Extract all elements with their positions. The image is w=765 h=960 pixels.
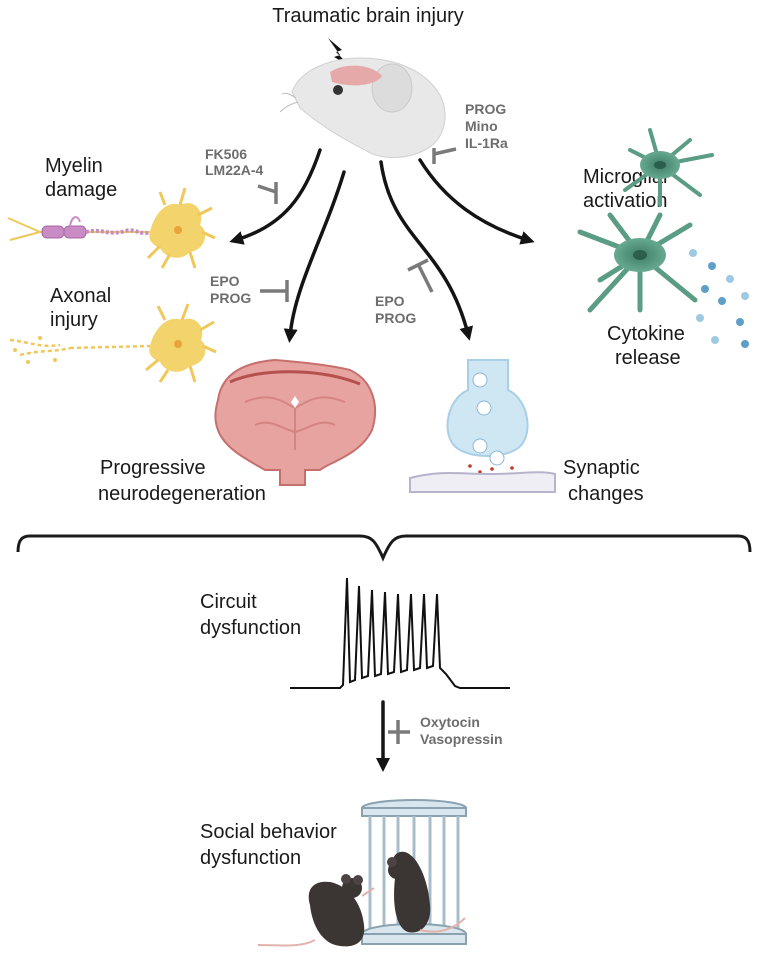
inhibitor-synaptic (407, 258, 434, 293)
drug-vasopressin: Vasopressin (420, 731, 503, 747)
social-label-2: dysfunction (200, 847, 301, 869)
arrow-to-microglia (418, 158, 535, 245)
diagram-title: Traumatic brain injury (272, 5, 464, 27)
synaptic-label-1: Synaptic (563, 457, 640, 479)
drug-il1ra: IL-1Ra (465, 135, 508, 151)
drug-lm22a4: LM22A-4 (205, 162, 264, 178)
mouse-head-icon (279, 57, 446, 158)
lightning-bolt-icon (328, 38, 350, 66)
social-label-1: Social behavior (200, 821, 337, 843)
drug-prog-3: PROG (465, 101, 506, 117)
mouse-icon (257, 851, 466, 947)
myelinated-neuron-icon (7, 187, 216, 269)
synapse-icon (409, 359, 556, 493)
brain-slice-icon (214, 358, 376, 486)
drug-mino: Mino (465, 118, 498, 134)
arrow-to-neurodegeneration (283, 170, 346, 343)
arrow-to-myelin (229, 148, 322, 245)
cytokine-label-1: Cytokine (607, 323, 685, 345)
circuit-label-2: dysfunction (200, 617, 301, 639)
inhibitor-social (388, 720, 410, 744)
microglial-label-2: activation (583, 190, 668, 212)
inhibitor-neurodegeneration (260, 280, 289, 302)
grouping-brace (16, 534, 752, 562)
myelin-label-1: Myelin (45, 155, 103, 177)
drug-epo-2: EPO (375, 293, 405, 309)
neurodegeneration-label-2: neurodegeneration (98, 483, 266, 505)
cage-icon (361, 799, 467, 945)
axonal-label-2: injury (50, 309, 98, 331)
drug-oxytocin: Oxytocin (420, 714, 480, 730)
arrow-to-synaptic (379, 160, 474, 341)
circuit-label-1: Circuit (200, 591, 257, 613)
axonal-label-1: Axonal (50, 285, 111, 307)
synaptic-label-2: changes (568, 483, 644, 505)
cytokine-dots (689, 249, 749, 348)
inhibitor-microglia (432, 147, 457, 164)
drug-fk506: FK506 (205, 146, 247, 162)
injured-neuron-icon (9, 303, 217, 383)
spike-train-icon (290, 577, 510, 689)
drug-epo-1: EPO (210, 273, 240, 289)
cytokine-label-2: release (615, 347, 681, 369)
drug-prog-1: PROG (210, 290, 251, 306)
neurodegeneration-label-1: Progressive (100, 457, 206, 479)
myelin-label-2: damage (45, 179, 117, 201)
inhibitor-myelin (257, 182, 278, 204)
microglia-icon (577, 128, 714, 313)
drug-prog-2: PROG (375, 310, 416, 326)
